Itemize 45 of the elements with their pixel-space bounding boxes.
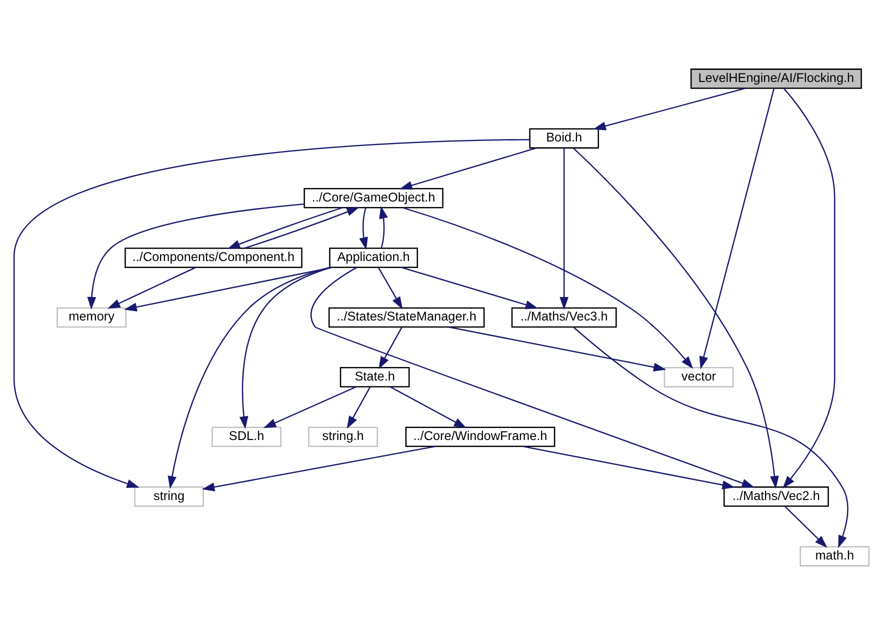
arrow [402,207,693,369]
node-box: ../Maths/Vec2.h [722,486,828,507]
node-box: SDL.h [211,426,281,448]
node-box: ../Maths/Vec3.h [510,307,616,328]
arrow [400,266,538,310]
node-box: vector [663,367,734,388]
arrow [12,138,530,488]
arrow [124,266,332,312]
arrow [378,326,402,370]
arrow [262,386,356,428]
arrow [310,266,754,488]
node-box: LevelHEngine/AI/Flocking.h [690,68,862,89]
arrow [784,506,827,548]
arrow [572,148,778,489]
node-box: math.h [799,546,870,566]
arrow [698,88,774,370]
arrow [378,206,388,248]
arrow [86,203,304,310]
node-box: ../States/StateManager.h [328,307,484,328]
node-box: Boid.h [528,128,598,149]
arrow [398,147,536,190]
arrow [448,326,666,372]
arrow [390,386,466,428]
arrow [358,208,368,250]
node-box: ../Core/GameObject.h [303,188,443,208]
node-box: string [134,486,204,507]
arrow [244,207,359,249]
arrow [346,386,370,429]
arrow [226,207,342,249]
arrow [559,148,568,310]
arrow [238,266,332,430]
node-box: ../Components/Component.h [124,248,302,268]
node-box: State.h [339,367,410,388]
arrow [592,88,746,130]
arrow [167,266,330,489]
arrow [522,446,734,490]
node-box: ../Core/WindowFrame.h [404,426,555,448]
node-box: Application.h [328,248,418,268]
arrow [377,267,402,310]
arrow [572,326,848,548]
arrow [106,266,196,309]
node-box: memory [56,307,126,328]
arrow [201,446,435,492]
arrow [782,88,835,488]
node-box: string.h [308,426,378,448]
